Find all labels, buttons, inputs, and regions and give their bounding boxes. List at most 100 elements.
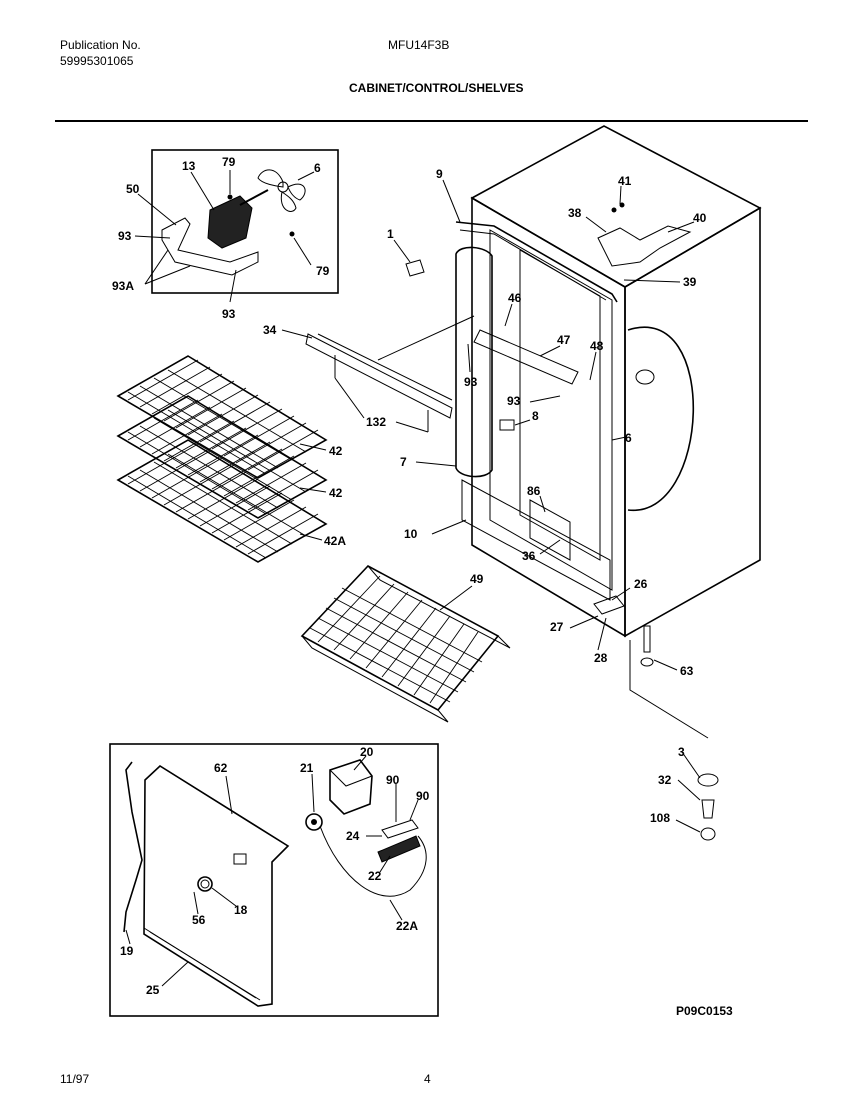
callout-42: 42: [329, 486, 343, 500]
top-hinge: [597, 225, 692, 267]
callout-3: 3: [678, 745, 685, 759]
wire-shelf-middle: [116, 395, 328, 519]
control-inset: 62 21 20 90 90 24 22 18 56 19 22A 25: [109, 743, 439, 1017]
cabinet-liner: [489, 229, 613, 591]
callout-90: 90: [416, 789, 430, 803]
cabinet-top: [470, 125, 762, 288]
callout-22A: 22A: [396, 919, 418, 933]
figure-code: P09C0153: [676, 1004, 733, 1018]
inset-frame: [151, 149, 339, 294]
callout-21: 21: [300, 761, 314, 775]
caster-stem: [701, 799, 715, 819]
callout-32: 32: [658, 773, 672, 787]
control-inset-frame: [109, 743, 439, 1017]
control-panel: [143, 764, 290, 1007]
capillary-tube: [123, 761, 143, 933]
cabinet-front-frame: [471, 196, 626, 638]
callout-93: 93: [222, 307, 236, 321]
fan-motor-inset: 13 79 6 50 93 79 93A 93: [112, 149, 339, 321]
screw-79-right: [289, 231, 295, 237]
callout-93A: 93A: [112, 279, 134, 293]
part-8-plug: [499, 419, 515, 431]
liner-back: [519, 249, 601, 561]
callout-22: 22: [368, 869, 382, 883]
hinge-screw: [611, 207, 617, 213]
callout-19: 19: [120, 944, 134, 958]
section-title: CABINET/CONTROL/SHELVES: [349, 81, 524, 95]
callout-132: 132: [366, 415, 386, 429]
thermostat: [305, 813, 323, 831]
side-panel-bulge: [627, 326, 695, 511]
callout-41: 41: [618, 174, 632, 188]
page-number: 4: [424, 1072, 431, 1086]
callout-1: 1: [387, 227, 394, 241]
bottom-trim: [461, 479, 611, 601]
callout-56: 56: [192, 913, 206, 927]
screw-79-top: [227, 194, 233, 200]
caster-cap: [697, 773, 719, 787]
callout-26: 26: [634, 577, 648, 591]
callout-39: 39: [683, 275, 697, 289]
callout-79: 79: [222, 155, 236, 169]
knob-cover: [329, 759, 373, 815]
callout-34: 34: [263, 323, 277, 337]
callout-9: 9: [436, 167, 443, 181]
side-port: [635, 369, 655, 385]
footer-date: 11/97: [60, 1072, 90, 1086]
sensor-bulb: [377, 835, 421, 863]
callout-28: 28: [594, 651, 608, 665]
callout-6: 6: [314, 161, 321, 175]
fan-motor: [207, 195, 253, 249]
callout-20: 20: [360, 745, 374, 759]
wire-shelf-top: [116, 355, 328, 479]
callout-79: 79: [316, 264, 330, 278]
callout-10: 10: [404, 527, 418, 541]
callout-93: 93: [118, 229, 132, 243]
clip-part-1: [405, 259, 425, 277]
cabinet: [405, 125, 762, 841]
callout-27: 27: [550, 620, 564, 634]
shelf-support-rail: [305, 333, 453, 419]
callout-108: 108: [650, 811, 670, 825]
callout-38: 38: [568, 206, 582, 220]
wire-shelves: 42 42 42A: [116, 355, 346, 563]
callout-62: 62: [214, 761, 228, 775]
cabinet-leaders: 9 1 41 38 40 39 46 47 48 93 93 8 6 7 86 …: [387, 167, 707, 833]
grommet: [197, 876, 213, 892]
callout-8: 8: [532, 409, 539, 423]
hinge-screw: [619, 202, 625, 208]
caster-nut: [700, 827, 716, 841]
panel-opening: [233, 853, 247, 865]
wire-basket: 49: [300, 565, 511, 723]
callout-6: 6: [625, 431, 632, 445]
model-number: MFU14F3B: [388, 38, 450, 52]
callout-18: 18: [234, 903, 248, 917]
publication-label: Publication No.: [60, 38, 141, 52]
shelf-rail: 34 132: [263, 315, 475, 433]
leveling-leg: [643, 625, 651, 653]
callout-46: 46: [508, 291, 522, 305]
callout-90: 90: [386, 773, 400, 787]
callout-93: 93: [464, 375, 478, 389]
fan-blade: [257, 169, 306, 212]
callout-47: 47: [557, 333, 571, 347]
callout-48: 48: [590, 339, 604, 353]
sensor-clip: [381, 819, 419, 839]
callout-40: 40: [693, 211, 707, 225]
callout-42: 42: [329, 444, 343, 458]
callout-13: 13: [182, 159, 196, 173]
door-handle-trim: [455, 246, 493, 478]
callout-42A: 42A: [324, 534, 346, 548]
breaker-strip: [455, 221, 618, 303]
callout-24: 24: [346, 829, 360, 843]
capillary-lead: [319, 825, 427, 897]
drain-trough: [529, 499, 571, 561]
callout-93: 93: [507, 394, 521, 408]
callout-49: 49: [470, 572, 484, 586]
publication-number: 59995301065: [60, 54, 134, 68]
wire-shelf-bottom: [116, 439, 328, 563]
callout-63: 63: [680, 664, 694, 678]
motor-shaft: [239, 189, 269, 206]
callout-50: 50: [126, 182, 140, 196]
